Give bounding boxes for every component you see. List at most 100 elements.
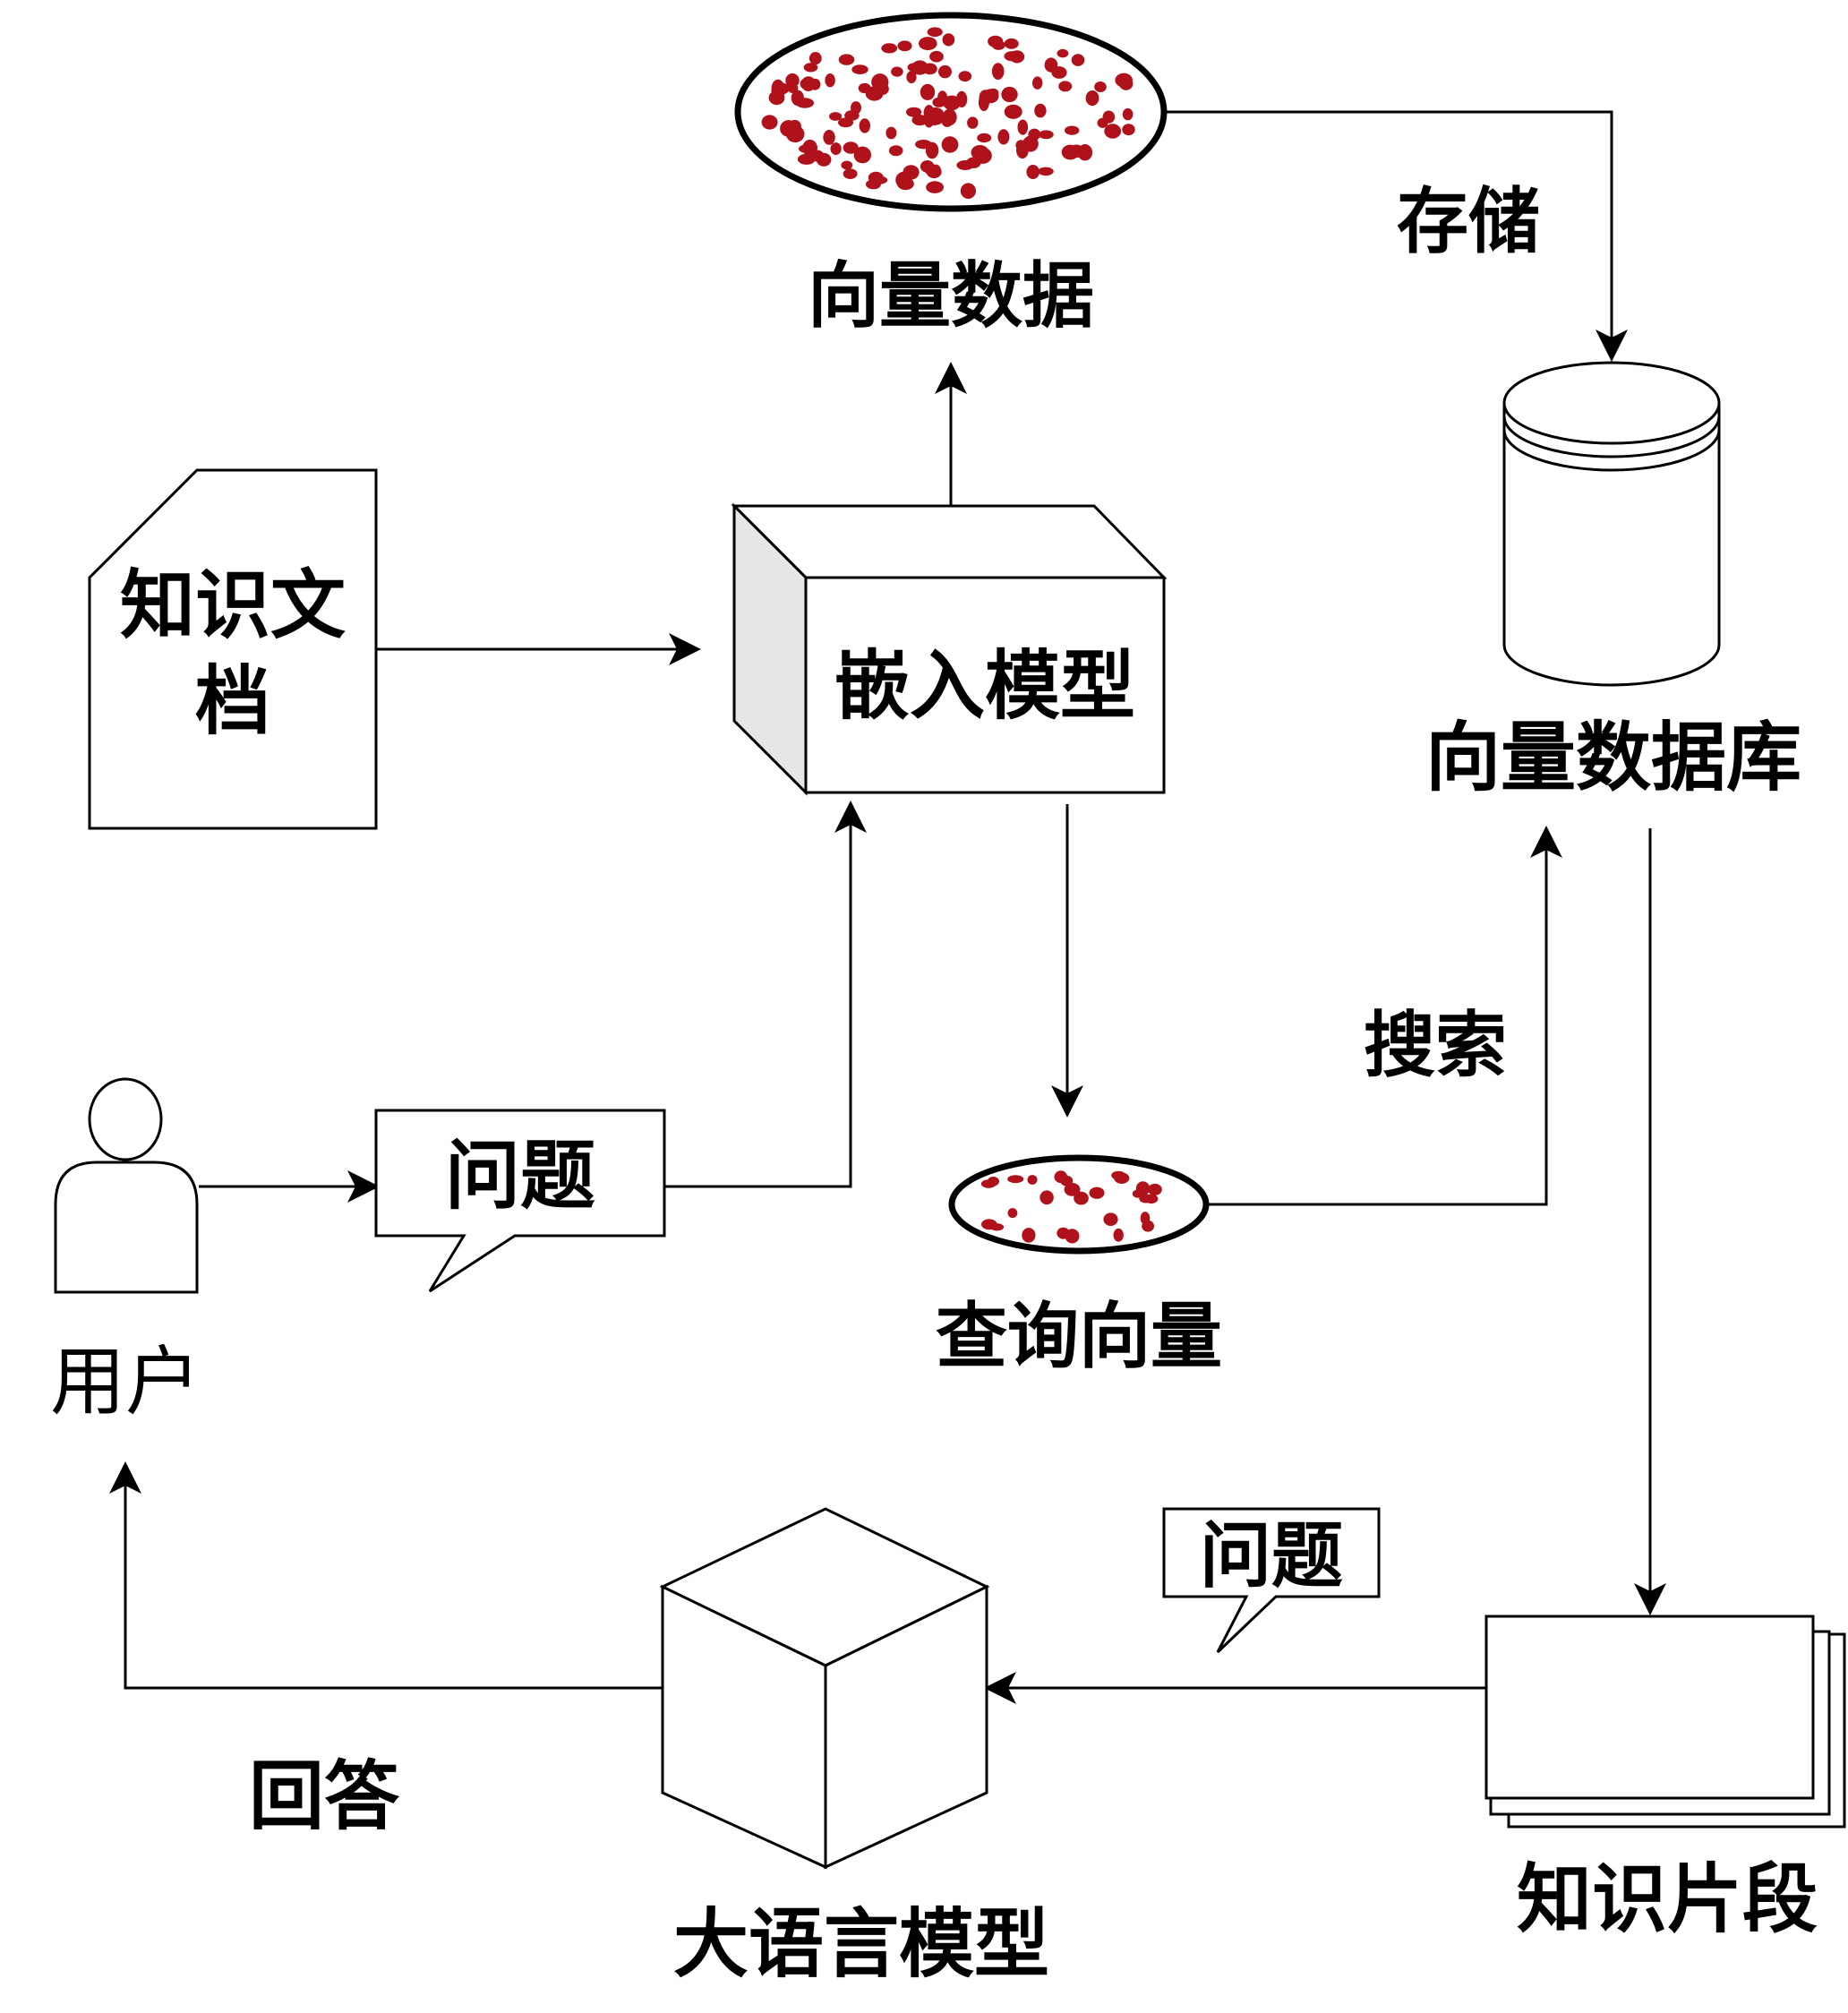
vector-dot <box>1040 1190 1054 1205</box>
vector-dot <box>1077 144 1093 161</box>
user-label: 用户 <box>50 1338 201 1426</box>
vector-dot <box>1102 110 1116 124</box>
vector-dot <box>1122 124 1135 136</box>
vector-dot <box>911 115 928 126</box>
vector-dot <box>891 66 903 77</box>
store-label: 存储 <box>1397 180 1540 263</box>
search-label: 搜索 <box>1364 1004 1507 1087</box>
vector-dot <box>1140 1212 1151 1225</box>
vector-dot <box>1015 140 1026 151</box>
edge-store <box>1164 110 1628 362</box>
embedding-model-node[interactable]: 嵌入模型 <box>731 502 1168 796</box>
vector-dot <box>1057 48 1069 58</box>
vector-dot <box>977 133 992 143</box>
vector-dot <box>886 126 897 140</box>
question-small-label: 问题 <box>1200 1514 1343 1598</box>
vector-dot <box>1089 1186 1105 1199</box>
vector-dot <box>923 112 935 128</box>
vector-dot <box>1004 104 1022 119</box>
query-vector-label: 查询向量 <box>936 1295 1222 1378</box>
vector-dot <box>1027 1175 1038 1185</box>
vector-dot <box>1034 103 1047 118</box>
user-icon[interactable] <box>54 1077 199 1294</box>
vector-dot <box>851 64 868 74</box>
vector-dot <box>1039 130 1054 140</box>
vector-dot <box>1061 144 1079 160</box>
vector-dot <box>1114 1172 1130 1184</box>
knowledge-doc-label-1: 知识文 <box>120 561 346 649</box>
vector-dot <box>1064 1183 1081 1196</box>
vector-dot <box>988 88 999 99</box>
vector-dot <box>1007 1175 1024 1184</box>
edge-answer <box>109 1461 663 1690</box>
vector-dot <box>888 145 903 157</box>
query-vector-node[interactable] <box>948 1154 1210 1255</box>
vector-dot <box>829 112 843 121</box>
vector-dot <box>978 93 989 111</box>
vector-dots <box>761 27 1135 199</box>
vector-dot <box>932 97 946 107</box>
question-label: 问题 <box>445 1132 595 1220</box>
vector-dot <box>803 63 818 73</box>
vector-dot <box>942 108 957 126</box>
vector-dot <box>920 83 936 100</box>
question-callout[interactable]: 问题 <box>374 1109 666 1293</box>
vector-dot <box>1004 38 1019 49</box>
vector-dot <box>987 1177 999 1186</box>
vector-dot <box>1032 76 1043 90</box>
vector-db-node[interactable] <box>1502 361 1721 687</box>
llm-node[interactable] <box>659 1507 990 1870</box>
vector-dot <box>1022 1228 1036 1243</box>
vector-dot <box>1044 57 1058 73</box>
vector-dot <box>897 40 912 52</box>
vector-dot <box>825 73 835 88</box>
llm-label: 大语言模型 <box>673 1900 1049 1988</box>
vector-dot <box>1058 81 1073 92</box>
vector-dot <box>823 130 835 145</box>
vector-dot <box>838 117 853 128</box>
vector-dot <box>1004 51 1021 62</box>
knowledge-chunks-node[interactable] <box>1484 1615 1846 1829</box>
vector-dot <box>1148 1183 1162 1195</box>
question-callout-small[interactable]: 问题 <box>1162 1507 1381 1654</box>
vector-dot <box>1104 124 1122 139</box>
vector-dot <box>911 60 928 75</box>
vector-db-label: 向量数据库 <box>1425 714 1801 801</box>
vector-dot <box>942 33 955 47</box>
query-dots <box>980 1170 1162 1244</box>
vector-dot <box>906 71 917 84</box>
vector-dot <box>791 90 804 107</box>
vector-dot <box>1001 86 1018 103</box>
vector-dot <box>915 140 932 150</box>
vector-dot <box>988 35 1004 47</box>
vector-dot <box>927 27 943 37</box>
vector-dot <box>929 164 942 177</box>
vector-dot <box>853 146 871 164</box>
vector-dot <box>1065 1229 1080 1244</box>
vector-data-node[interactable] <box>734 12 1168 212</box>
vector-dot <box>1017 119 1029 135</box>
vector-dot <box>868 176 888 184</box>
knowledge-doc-node[interactable]: 知识文 档 <box>88 468 378 830</box>
vector-dot <box>967 116 979 129</box>
vector-dot <box>971 145 989 160</box>
vector-dot <box>785 73 800 88</box>
vector-dot <box>926 181 944 193</box>
vector-dot <box>771 79 785 97</box>
edge-search <box>1206 826 1562 1206</box>
vector-dot <box>1065 125 1080 135</box>
knowledge-doc-label-2: 档 <box>195 657 270 745</box>
answer-label: 回答 <box>249 1752 400 1840</box>
vector-dot <box>943 95 961 111</box>
vector-dot <box>919 37 937 51</box>
vector-dot <box>997 129 1010 145</box>
vector-dot <box>981 1219 997 1230</box>
vector-dot <box>830 142 842 156</box>
knowledge-chunks-label: 知识片段 <box>1517 1855 1818 1943</box>
vector-dot <box>843 168 858 180</box>
vector-dot <box>1074 1191 1089 1205</box>
vector-dot <box>958 71 972 82</box>
vector-dot <box>871 73 889 91</box>
vector-dot <box>966 157 981 168</box>
